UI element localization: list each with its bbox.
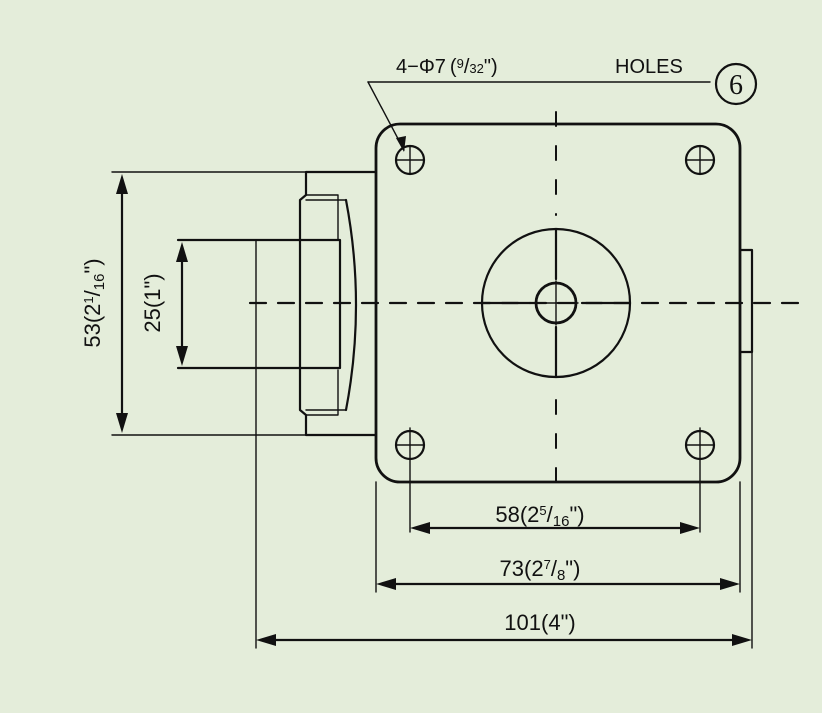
svg-text:4−Φ7(9/32"): 4−Φ7(9/32") <box>396 56 498 78</box>
shaft-housing-curve <box>344 198 358 412</box>
item-marker-6: 6 <box>714 62 758 106</box>
dim58-arrow-left <box>410 522 430 534</box>
shaft-housing-inner <box>305 199 347 411</box>
shaft-housing-step <box>305 194 339 416</box>
dim25-arrow-top <box>176 242 188 262</box>
dim101-arrow-right <box>732 634 752 646</box>
dim25-label: 25(1") <box>140 273 165 332</box>
dim101-arrow-left <box>256 634 276 646</box>
dim53-arrow-bottom <box>116 413 128 433</box>
shaft-housing-outer <box>298 170 378 437</box>
mounting-hole-top-left <box>394 144 426 176</box>
dim53-label: 53(21/16") <box>80 258 108 347</box>
callout-leader-arrow <box>396 136 406 152</box>
hole-callout-text: 4−Φ7(9/32") HOLES <box>396 56 683 78</box>
dim73-label: 73(27/8") <box>500 556 581 584</box>
motor-rear-cap <box>738 248 754 354</box>
mounting-hole-bottom-left <box>394 427 426 533</box>
dim73-arrow-left <box>376 578 396 590</box>
dim25-arrow-bottom <box>176 346 188 366</box>
mounting-hole-bottom-right <box>684 427 716 533</box>
holes-label: HOLES <box>615 56 683 78</box>
dim101-label: 101(4") <box>504 610 575 635</box>
svg-text:6: 6 <box>729 70 743 101</box>
dim58-label: 58(25/16") <box>495 502 584 530</box>
mounting-hole-top-right <box>684 144 716 176</box>
dim58-arrow-right <box>680 522 700 534</box>
dim53-arrow-top <box>116 174 128 194</box>
dim73-arrow-right <box>720 578 740 590</box>
